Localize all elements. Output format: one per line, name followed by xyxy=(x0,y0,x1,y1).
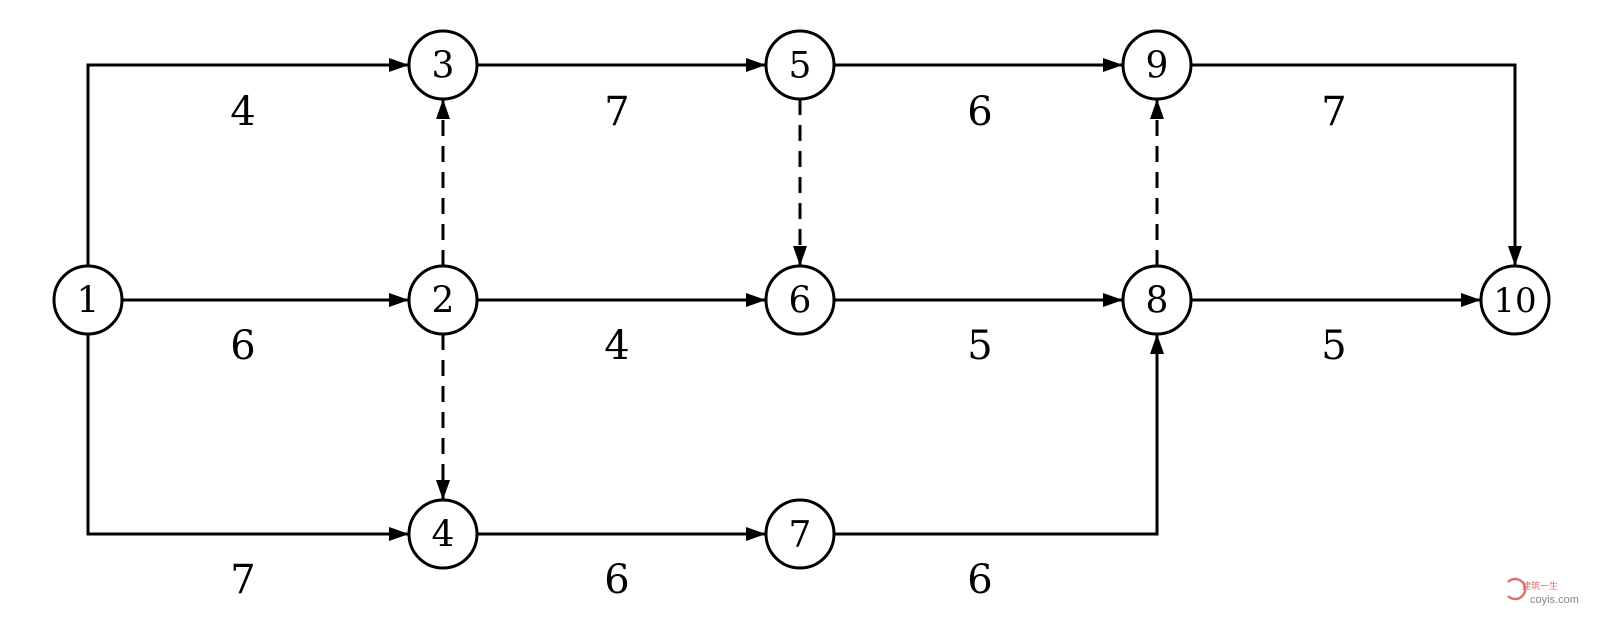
node-circle-6 xyxy=(764,264,836,336)
nodes-layer: 1 2 3 4 5 6 7 8 9 10 xyxy=(52,29,1551,570)
edge-weight-6-8: 5 xyxy=(967,323,992,369)
node-7: 7 xyxy=(764,498,836,570)
node-label-4: 4 xyxy=(432,515,455,556)
arrow-1-to-3 xyxy=(86,58,409,266)
node-1: 1 xyxy=(52,264,124,336)
node-circle-1 xyxy=(52,264,124,336)
node-label-10: 10 xyxy=(1493,281,1536,321)
edges-layer xyxy=(86,58,1522,541)
node-9: 9 xyxy=(1121,29,1193,101)
edge-weight-7-8: 6 xyxy=(967,557,992,603)
edge-weight-1-2: 6 xyxy=(230,323,255,369)
node-8: 8 xyxy=(1121,264,1193,336)
watermark-logo-icon xyxy=(1507,577,1527,601)
node-circle-10 xyxy=(1479,264,1551,336)
edge-weight-2-6: 4 xyxy=(604,323,629,369)
node-label-5: 5 xyxy=(789,46,812,87)
edge-weight-5-9: 6 xyxy=(967,89,992,135)
node-label-3: 3 xyxy=(432,46,455,87)
node-circle-5 xyxy=(764,29,836,101)
node-6: 6 xyxy=(764,264,836,336)
edge-weight-9-10: 7 xyxy=(1321,89,1346,135)
watermark: 建筑一生 coyis.com xyxy=(1507,577,1579,606)
node-5: 5 xyxy=(764,29,836,101)
node-label-9: 9 xyxy=(1146,46,1169,87)
node-circle-3 xyxy=(407,29,479,101)
arrow-7-to-8 xyxy=(834,334,1164,536)
node-label-2: 2 xyxy=(432,281,455,322)
node-4: 4 xyxy=(407,498,479,570)
node-circle-2 xyxy=(407,264,479,336)
node-2: 2 xyxy=(407,264,479,336)
arrow-9-to-10 xyxy=(1191,63,1522,266)
node-circle-4 xyxy=(407,498,479,570)
weights-layer: 4 6 7 7 4 6 6 5 6 7 5 xyxy=(230,89,1346,603)
node-label-6: 6 xyxy=(789,281,812,322)
node-circle-9 xyxy=(1121,29,1193,101)
node-circle-8 xyxy=(1121,264,1193,336)
edge-weight-4-7: 6 xyxy=(604,557,629,603)
node-10: 10 xyxy=(1479,264,1551,336)
watermark-text-en: coyis.com xyxy=(1530,594,1579,606)
node-label-8: 8 xyxy=(1146,281,1169,322)
arrow-1-to-4 xyxy=(86,334,409,541)
edge-weight-8-10: 5 xyxy=(1321,323,1346,369)
node-3: 3 xyxy=(407,29,479,101)
edge-weight-1-3: 4 xyxy=(230,89,255,135)
node-circle-7 xyxy=(764,498,836,570)
node-label-1: 1 xyxy=(77,281,100,322)
edge-weight-3-5: 7 xyxy=(604,89,629,135)
edge-weight-1-4: 7 xyxy=(230,557,255,603)
watermark-text-cn: 建筑一生 xyxy=(1522,580,1558,592)
node-label-7: 7 xyxy=(789,515,812,556)
